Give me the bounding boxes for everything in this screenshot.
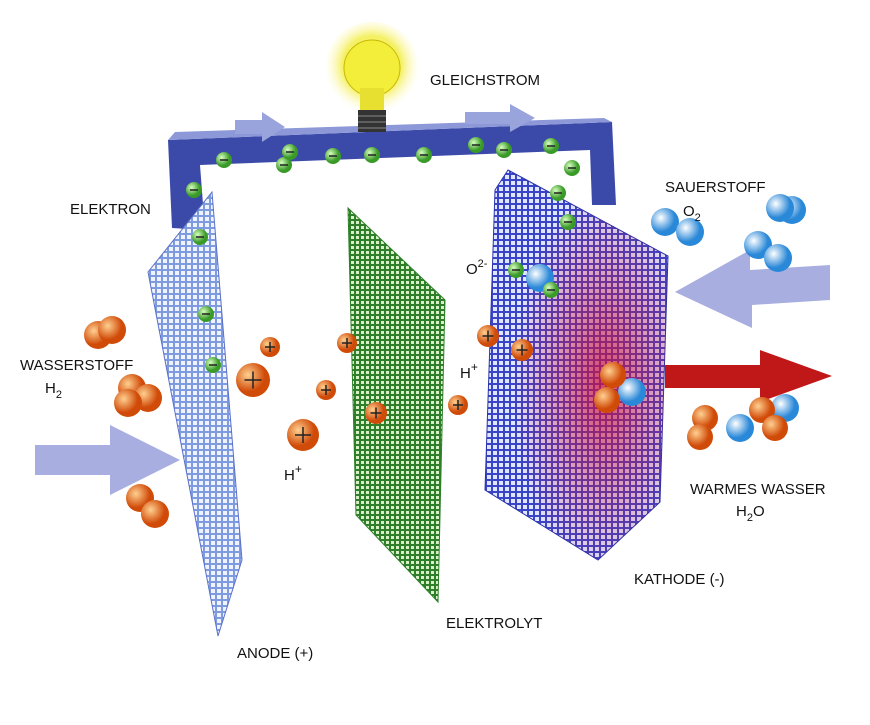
electron-icon	[198, 306, 214, 322]
label-sauerstoff: SAUERSTOFF	[665, 179, 766, 196]
electron-icon	[550, 185, 566, 201]
proton-icon	[448, 395, 468, 415]
electron-icon	[496, 142, 512, 158]
label-o2-ion: O2-	[466, 258, 488, 278]
label-h-plus-right: H+	[460, 360, 478, 382]
label-warmes-wasser: WARMES WASSER	[690, 481, 826, 498]
hydrogen-atom	[98, 316, 126, 344]
electron-icon	[560, 214, 576, 230]
light-bulb-icon	[324, 22, 420, 132]
proton-icon	[260, 337, 280, 357]
proton-icon	[365, 402, 387, 424]
label-o2: O2	[683, 203, 701, 224]
oxygen-inflow-arrow	[675, 250, 830, 328]
hydrogen-atom	[594, 387, 620, 413]
electron-icon	[276, 157, 292, 173]
current-arrow-right	[465, 104, 535, 132]
hydrogen-atom	[141, 500, 169, 528]
label-elektron: ELEKTRON	[70, 201, 151, 218]
proton-icon	[337, 333, 357, 353]
oxygen-atom	[651, 208, 679, 236]
hydrogen-atom	[600, 362, 626, 388]
oxygen-atom	[771, 394, 799, 422]
electron-icon	[186, 182, 202, 198]
water-outflow-arrow	[665, 350, 832, 402]
oxygen-atom	[726, 414, 754, 442]
electron-icon	[543, 282, 559, 298]
electron-icon	[205, 357, 221, 373]
hydrogen-atom	[114, 389, 142, 417]
label-anode: ANODE (+)	[237, 645, 313, 662]
proton-icon	[511, 339, 533, 361]
electron-icon	[416, 147, 432, 163]
proton-icon	[316, 380, 336, 400]
hydrogen-atom	[749, 397, 775, 423]
electron-icon	[325, 148, 341, 164]
hydrogen-inflow-arrow	[35, 425, 180, 495]
hydrogen-atom	[687, 424, 713, 450]
electron-icon	[468, 137, 484, 153]
label-h2o: H2O	[736, 503, 765, 524]
oxygen-atom	[744, 231, 772, 259]
label-wasserstoff: WASSERSTOFF	[20, 357, 133, 374]
label-kathode: KATHODE (-)	[634, 571, 725, 588]
hydrogen-atom	[762, 415, 788, 441]
electron-icon	[216, 152, 232, 168]
electrolyte-plate	[347, 206, 446, 604]
label-elektrolyt: ELEKTROLYT	[446, 615, 542, 632]
oxygen-atom	[766, 194, 794, 222]
oxygen-atom	[618, 378, 646, 406]
electron-icon	[508, 262, 524, 278]
electron-icon	[282, 144, 298, 160]
electron-icon	[564, 160, 580, 176]
proton-icon	[287, 419, 319, 451]
electron-icon	[543, 138, 559, 154]
electron-icon	[192, 229, 208, 245]
anode-plate	[147, 190, 243, 637]
current-arrow-left	[235, 112, 285, 142]
label-h2: H2	[45, 380, 62, 401]
label-h-plus-left: H+	[284, 462, 302, 484]
oxygen-atom	[676, 218, 704, 246]
cathode-plate	[484, 169, 669, 561]
oxygen-atom	[764, 244, 792, 272]
proton-icon	[236, 363, 270, 397]
electron-icon	[364, 147, 380, 163]
label-gleichstrom: GLEICHSTROM	[430, 72, 540, 89]
proton-icon	[477, 325, 499, 347]
